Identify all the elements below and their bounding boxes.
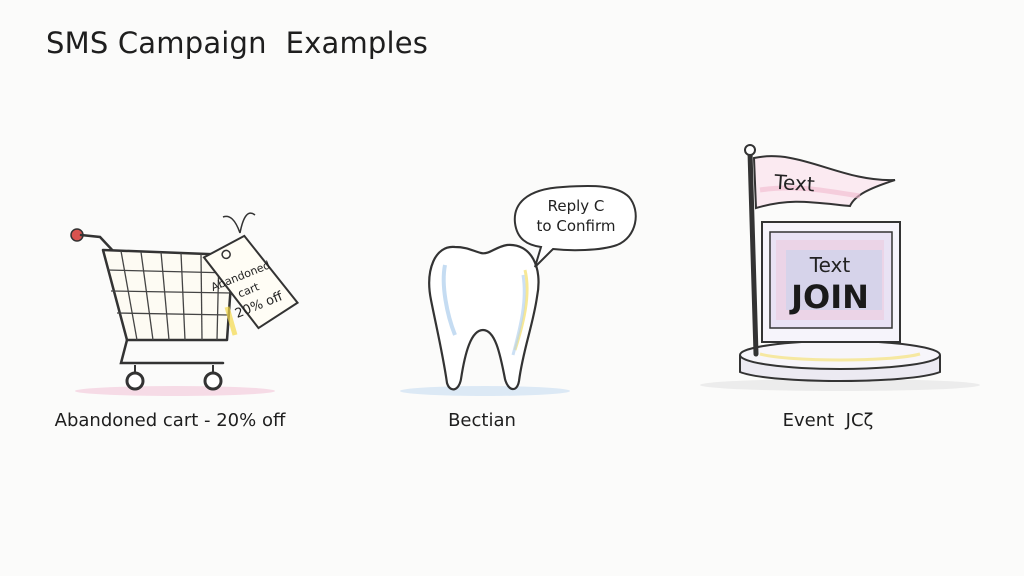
- tooth-icon: Reply C to Confirm: [400, 185, 637, 396]
- shopping-cart-icon: Abandoned cart 20% off: [70, 212, 300, 396]
- sign-line-2: JOIN: [789, 278, 869, 316]
- sign-line-1: Text: [809, 253, 851, 277]
- flag-sign-icon: Text JOIN Text: [700, 144, 980, 391]
- bubble-line-2: to Confirm: [537, 217, 616, 235]
- flag-text: Text: [772, 170, 815, 197]
- caption-dental: Bectian: [448, 410, 516, 431]
- bubble-line-1: Reply C: [548, 197, 605, 215]
- caption-event: Event JCζ: [782, 410, 874, 431]
- caption-abandoned-cart: Abandoned cart - 20% off: [54, 410, 286, 431]
- page-title: SMS Campaign Examples: [46, 26, 429, 60]
